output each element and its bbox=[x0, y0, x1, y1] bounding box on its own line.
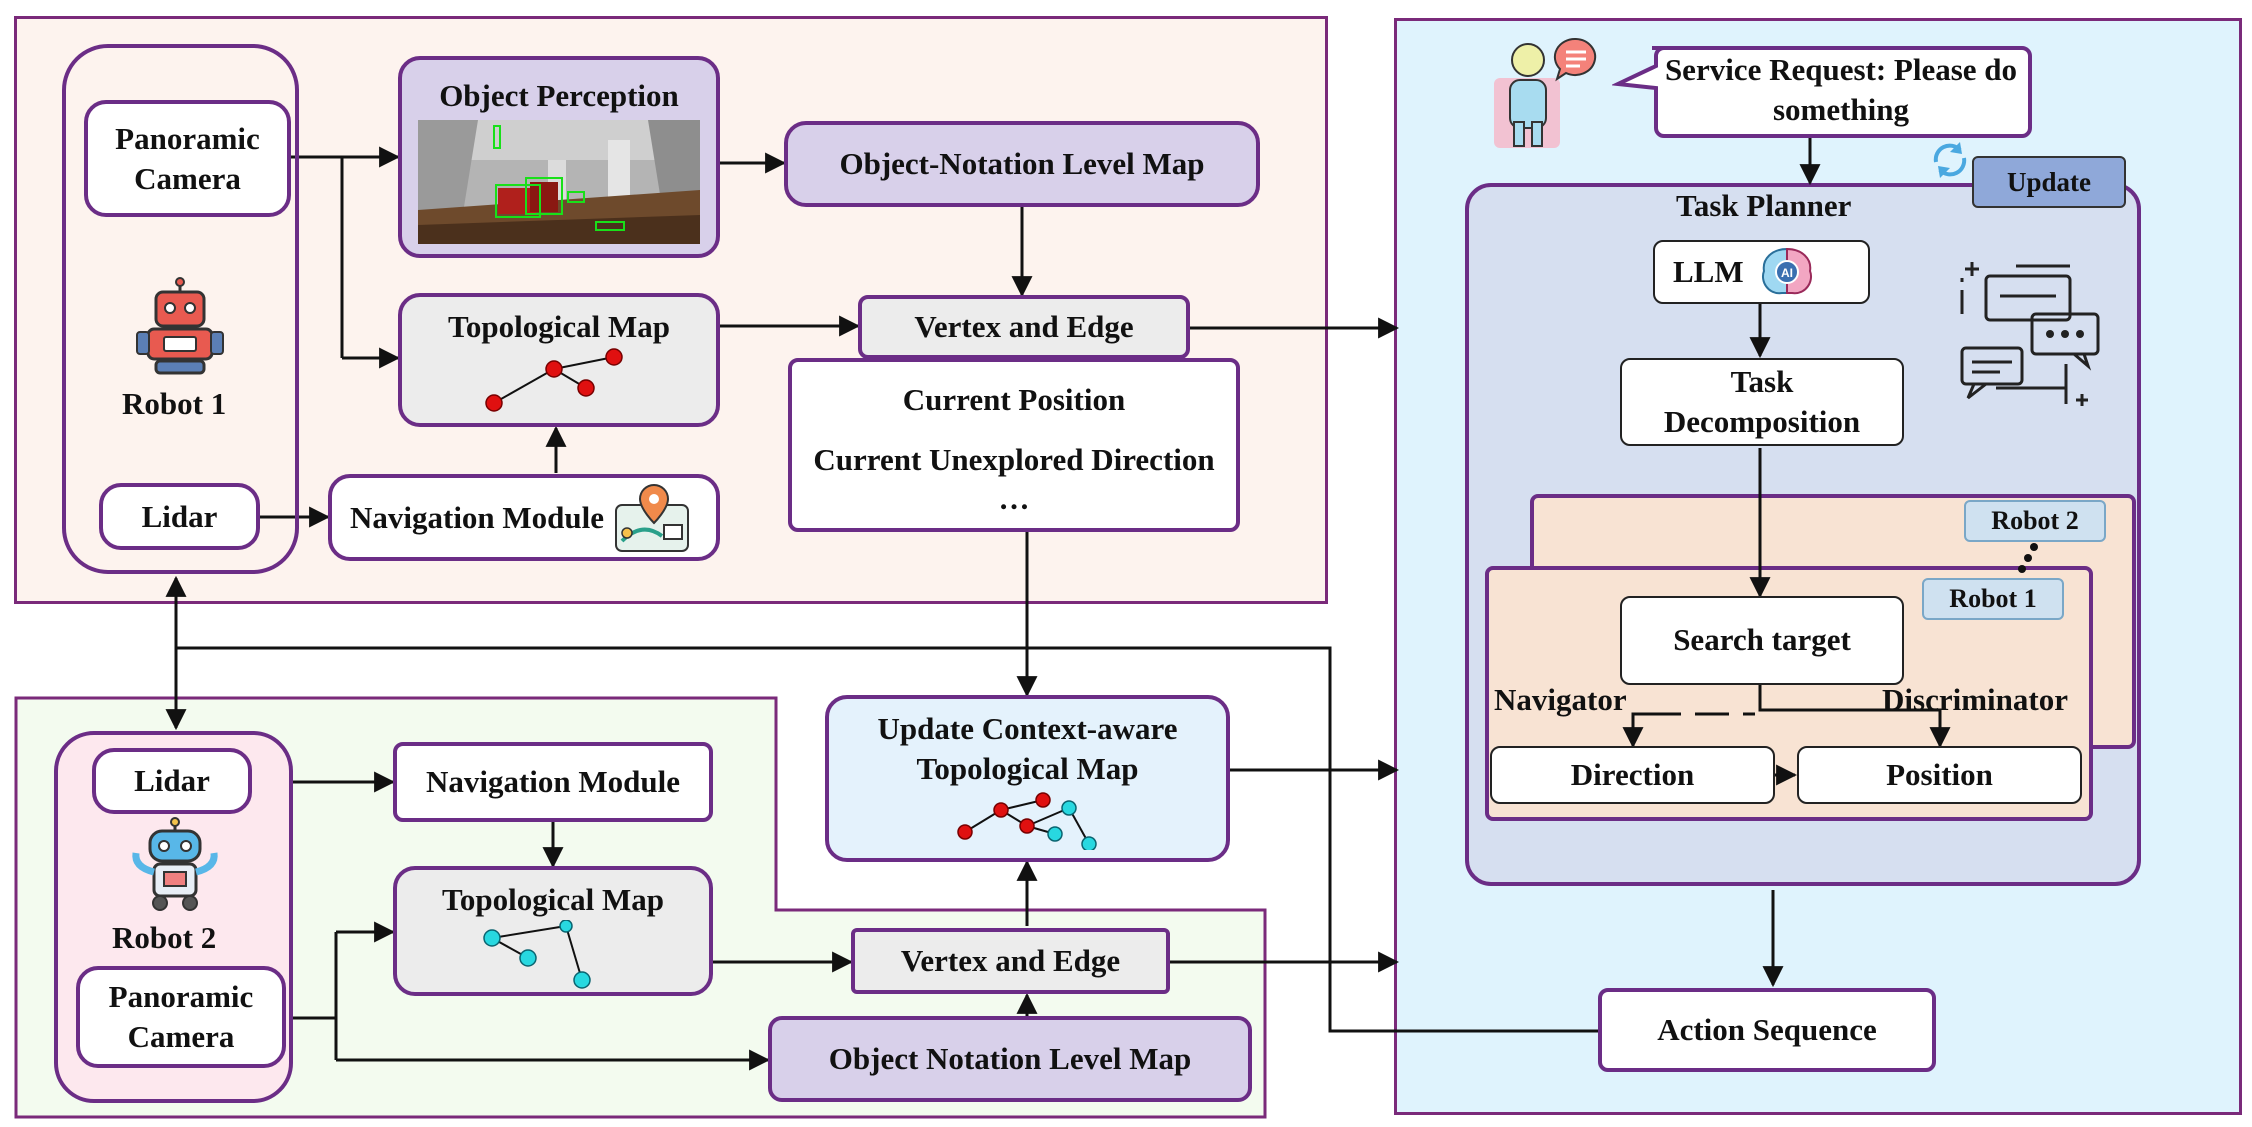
current-unexplored-text: Current Unexplored Direction bbox=[813, 441, 1215, 477]
object-perception-label: Object Perception bbox=[439, 78, 679, 113]
robot2-nav-label: Navigation Module bbox=[425, 764, 681, 800]
direction-label: Direction bbox=[1570, 756, 1695, 792]
robot2-label: Robot 2 bbox=[112, 920, 217, 955]
task-planner-title: Task Planner bbox=[1676, 188, 1852, 223]
robot2-object-map-label: Object Notation Level Map bbox=[828, 1041, 1192, 1077]
robot2-panoramic-camera: Panoramic Camera bbox=[76, 966, 286, 1068]
robot1-nav-label: Navigation Module bbox=[350, 499, 605, 535]
navigator-label: Navigator bbox=[1494, 682, 1627, 717]
map-pin-icon bbox=[615, 483, 690, 552]
robot1-object-notation-map: Object-Notation Level Map bbox=[784, 121, 1260, 207]
robot2-vertex-edge: Vertex and Edge bbox=[851, 928, 1170, 994]
robot1-camera-label: Panoramic Camera bbox=[115, 120, 260, 196]
robot2-tag: Robot 2 bbox=[1964, 500, 2106, 542]
robot2-topo-graph bbox=[483, 919, 591, 989]
search-target-label: Search target bbox=[1673, 622, 1851, 658]
service-request-bubble bbox=[1612, 46, 2032, 138]
robot1-tag: Robot 1 bbox=[1922, 578, 2064, 620]
robot1-lidar: Lidar bbox=[99, 483, 260, 550]
robot1-panoramic-camera: Panoramic Camera bbox=[84, 100, 291, 217]
service-request-text: Service Request: Please do something bbox=[1664, 52, 2018, 128]
action-sequence-label: Action Sequence bbox=[1657, 1012, 1877, 1048]
robot1-status-box: Current Position Current Unexplored Dire… bbox=[788, 358, 1240, 532]
robot1-tag-label: Robot 1 bbox=[1949, 584, 2037, 613]
task-decomposition-label: Task Decomposition bbox=[1663, 363, 1861, 439]
task-decomposition-box: Task Decomposition bbox=[1620, 358, 1904, 446]
chat-bubble-icon bbox=[1553, 37, 1597, 82]
robot2-lidar-label: Lidar bbox=[134, 763, 210, 799]
robot2-topo-label: Topological Map bbox=[442, 882, 664, 917]
robot2-camera-label: Panoramic Camera bbox=[108, 979, 254, 1054]
search-target-box: Search target bbox=[1620, 596, 1904, 685]
robot1-label: Robot 1 bbox=[122, 386, 227, 421]
user-icon bbox=[1494, 43, 1560, 148]
ai-brain-icon: AI bbox=[1761, 247, 1812, 295]
robot2-icon bbox=[132, 817, 218, 911]
discriminator-label: Discriminator bbox=[1882, 682, 2068, 717]
refresh-icon bbox=[1933, 142, 1967, 178]
robot2-topological-map: Topological Map bbox=[393, 866, 713, 996]
position-label: Position bbox=[1886, 756, 1993, 792]
chat-dialog-icon bbox=[1960, 262, 2100, 406]
robot1-object-map-label: Object-Notation Level Map bbox=[839, 146, 1205, 182]
update-label: Update bbox=[2006, 166, 2091, 197]
update-map-label: Update Context-aware Topological Map bbox=[877, 711, 1178, 786]
llm-label: LLM bbox=[1673, 253, 1744, 289]
current-position-text: Current Position bbox=[902, 382, 1126, 417]
object-perception: Object Perception bbox=[398, 56, 720, 258]
robot1-vertex-label: Vertex and Edge bbox=[914, 309, 1134, 345]
merged-topo-graph bbox=[956, 792, 1097, 851]
scene-image bbox=[418, 119, 700, 244]
action-sequence-box: Action Sequence bbox=[1598, 988, 1936, 1072]
robot2-vertex-label: Vertex and Edge bbox=[900, 943, 1121, 979]
robot1-sidebar bbox=[62, 44, 299, 574]
robot1-topo-graph bbox=[485, 347, 623, 412]
robot1-navigation-module: Navigation Module bbox=[328, 474, 720, 561]
status-ellipsis: … bbox=[998, 481, 1030, 517]
robot1-topological-map: Topological Map bbox=[398, 293, 720, 427]
robot1-icon bbox=[136, 277, 224, 375]
llm-box: LLM AI bbox=[1653, 240, 1870, 304]
robot2-tag-label: Robot 2 bbox=[1991, 506, 2079, 535]
robot2-object-notation-map: Object Notation Level Map bbox=[768, 1016, 1252, 1102]
direction-box: Direction bbox=[1490, 746, 1775, 804]
update-context-aware-topo-map: Update Context-aware Topological Map bbox=[825, 695, 1230, 862]
update-button[interactable]: Update bbox=[1972, 156, 2126, 208]
position-box: Position bbox=[1797, 746, 2082, 804]
robot1-vertex-edge: Vertex and Edge bbox=[858, 295, 1190, 359]
robot2-lidar: Lidar bbox=[92, 748, 252, 814]
robot1-lidar-label: Lidar bbox=[141, 498, 218, 534]
robot1-topo-label: Topological Map bbox=[448, 309, 670, 344]
ai-badge-text: AI bbox=[1781, 266, 1793, 280]
robot2-navigation-module: Navigation Module bbox=[393, 742, 713, 822]
